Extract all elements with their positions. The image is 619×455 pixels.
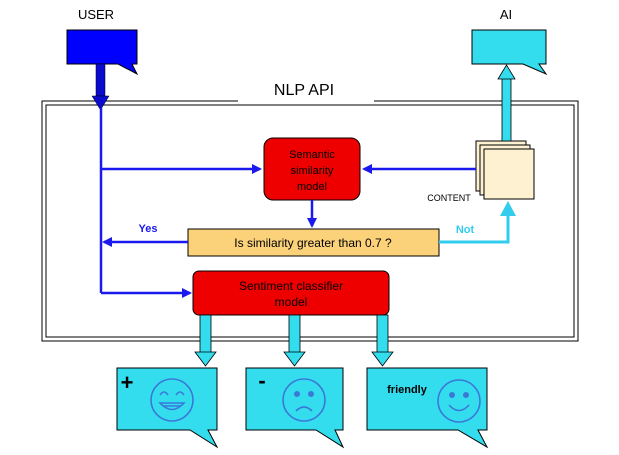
content-documents-icon xyxy=(475,140,535,200)
happy-face-icon xyxy=(150,378,194,422)
ai-callout xyxy=(471,29,548,76)
decision-box xyxy=(187,228,440,257)
output-callout-friendly xyxy=(366,367,489,449)
semantic-model-line3: model xyxy=(297,181,327,193)
output-label-positive: + xyxy=(121,370,134,395)
arrow-to-friendly xyxy=(371,314,394,367)
ai-label: AI xyxy=(500,7,512,22)
arrow-content-to-ai xyxy=(497,64,516,142)
sentiment-model-line1: Sentiment classifier xyxy=(239,279,343,293)
user-label: USER xyxy=(78,7,114,22)
yes-label: Yes xyxy=(139,223,158,235)
semantic-model-line1: Semantic xyxy=(289,149,335,161)
output-label-negative: - xyxy=(258,368,265,393)
output-label-friendly: friendly xyxy=(387,384,428,396)
arrow-to-positive xyxy=(194,314,217,367)
user-connector xyxy=(95,63,106,97)
user-callout xyxy=(66,29,139,76)
output-callout-negative xyxy=(245,367,345,449)
api-title: NLP API xyxy=(274,82,334,99)
arrow-to-negative xyxy=(283,314,306,367)
smile-face-icon xyxy=(437,379,481,423)
not-label: Not xyxy=(456,224,475,236)
decision-question: Is similarity greater than 0.7 ? xyxy=(234,236,392,250)
sad-face-icon xyxy=(282,378,326,422)
semantic-model-line2: similarity xyxy=(291,165,334,177)
sentiment-model-line2: model xyxy=(275,295,308,309)
arrow-not xyxy=(439,214,510,244)
content-label: CONTENT xyxy=(427,193,471,203)
